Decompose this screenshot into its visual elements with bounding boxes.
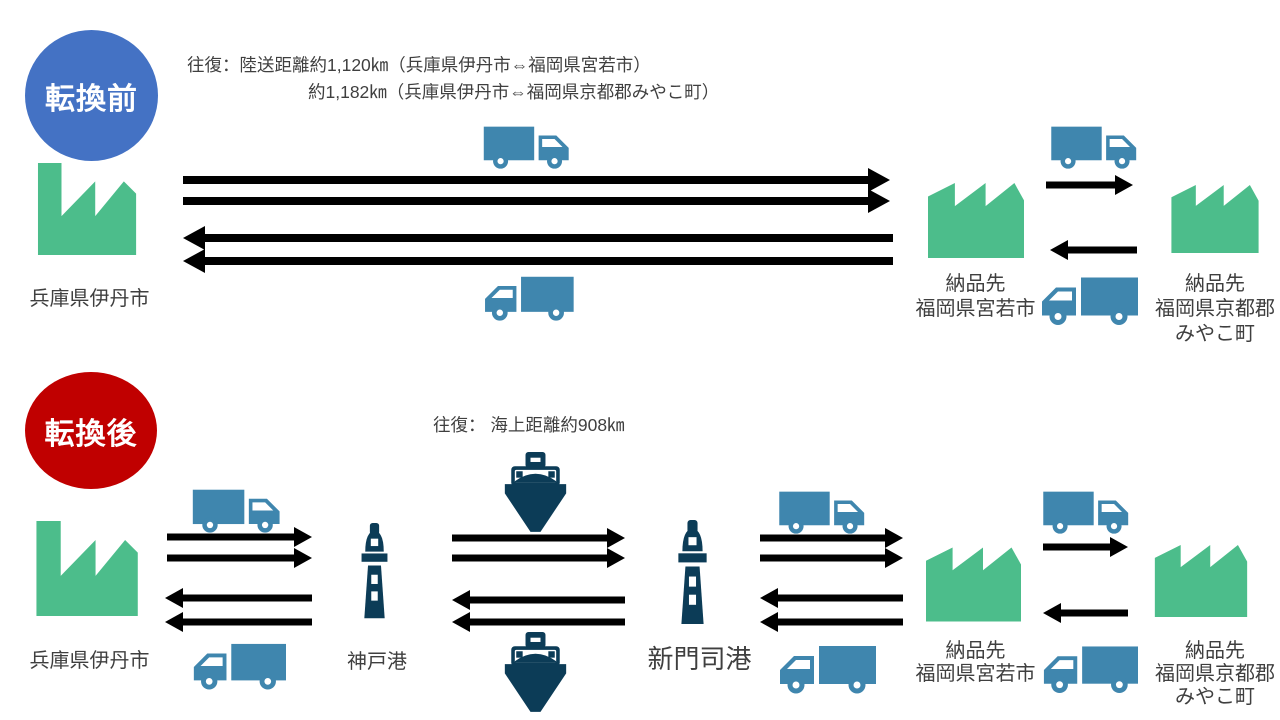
sea-arrow-right-2 [452,547,625,569]
after-shuttle-arrow-left [1043,602,1128,624]
after-origin-label: 兵庫県伊丹市 [29,650,150,672]
after-origin-arrow-left-1 [165,587,312,609]
truck-right-icon-before-outbound [480,124,576,170]
lighthouse-icon-kobe-port [356,521,393,622]
truck-left-icon-after-dest1 [776,641,876,697]
ship-icon-outbound [499,452,572,534]
after-dest1-label: 納品先 福岡県宮若市 [898,640,1053,686]
before-badge: 転換前 [25,30,158,161]
after-shuttle-arrow-right [1043,536,1128,558]
after-dest1-arrow-right-1 [760,527,903,549]
after-route-note: 往復： 海上距離約908㎞ [433,415,625,435]
factory-icon-dest2-after [1154,545,1248,617]
before-outbound-arrow-1 [183,167,890,193]
after-origin-arrow-right-2 [167,547,312,569]
after-dest1-label-line1: 納品先 [945,640,1006,662]
after-dest1-arrow-left-2 [760,611,903,633]
before-outbound-arrow-2 [183,188,890,214]
before-return-arrow-1 [183,225,893,251]
before-route-note-line1: 往復：陸送距離約1,120㎞（兵庫県伊丹市⇔福岡県宮若市） [187,55,651,75]
before-shuttle-arrow-left [1050,239,1137,261]
after-badge: 転換後 [25,372,157,489]
factory-icon-origin-before [30,163,140,255]
after-dest2-label-line3: みやこ町 [1175,686,1255,708]
truck-right-icon-after-shuttle [1040,489,1135,535]
truck-left-icon-after-origin [190,640,286,692]
before-dest1-label-line2: 福岡県宮若市 [915,298,1036,320]
factory-icon-dest1-before [928,183,1024,258]
before-dest1-label: 納品先 福岡県宮若市 [898,272,1053,322]
before-dest2-label: 納品先 福岡県京都郡 みやこ町 [1145,272,1280,347]
before-dest1-label-line1: 納品先 [945,273,1006,295]
before-dest2-label-line1: 納品先 [1185,273,1245,295]
after-origin-arrow-right-1 [167,526,312,548]
sea-arrow-left-1 [452,589,625,611]
factory-icon-dest1-after [926,545,1021,624]
after-origin-arrow-left-2 [165,611,312,633]
after-dest1-arrow-right-2 [760,547,903,569]
before-route-note-line2: 約1,182㎞（兵庫県伊丹市⇔福岡県京都郡みやこ町） [308,82,720,102]
before-origin-label: 兵庫県伊丹市 [29,288,150,310]
before-dest2-label-line2: 福岡県京都郡 [1155,298,1275,320]
before-badge-label: 転換前 [45,82,138,116]
factory-icon-origin-after [30,521,140,616]
lighthouse-icon-shinmoji-port [671,520,714,626]
before-shuttle-arrow-right [1046,174,1133,196]
after-dest2-label-line2: 福岡県京都郡 [1155,663,1275,685]
after-dest2-label-line1: 納品先 [1185,640,1245,662]
after-dest1-label-line2: 福岡県宮若市 [915,663,1036,685]
before-return-arrow-2 [183,248,893,274]
factory-icon-dest2-before [1162,185,1268,253]
sea-arrow-left-2 [452,611,625,633]
truck-left-icon-before-shuttle [1038,273,1138,328]
after-port2-label: 新門司港 [647,644,752,674]
after-dest1-arrow-left-1 [760,587,903,609]
ship-icon-return [499,632,572,714]
after-port1-label: 神戸港 [347,651,407,673]
after-dest2-label: 納品先 福岡県京都郡 みやこ町 [1145,640,1280,709]
truck-left-icon-before-return [480,274,575,322]
truck-right-icon-before-shuttle [1048,124,1143,170]
truck-left-icon-after-shuttle [1040,641,1138,697]
after-badge-label: 転換後 [44,417,138,451]
before-dest2-label-line3: みやこ町 [1175,323,1255,345]
sea-arrow-right-1 [452,527,625,549]
